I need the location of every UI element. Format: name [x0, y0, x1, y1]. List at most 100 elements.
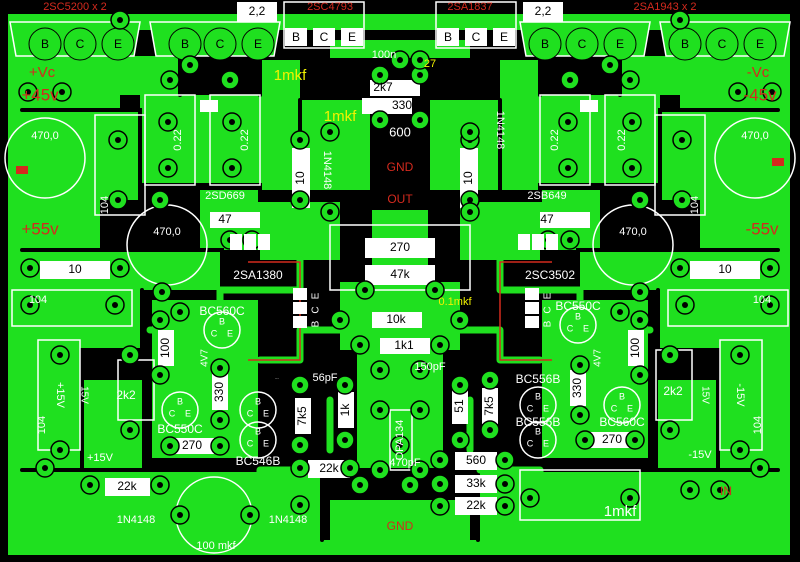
- drill-hole: [297, 137, 303, 143]
- drill-hole: [159, 289, 165, 295]
- q-2sc5200-a-pad: [63, 27, 97, 61]
- drill-hole: [565, 165, 571, 171]
- drill-hole: [567, 237, 573, 243]
- zener-4v7-left-label: 4V7: [200, 349, 211, 367]
- cap-104-top-right-label: 104: [689, 196, 701, 214]
- q-2sc3502-pin-label: B: [543, 320, 554, 327]
- drill-hole: [527, 495, 533, 501]
- rail-neg-15-bottom-label: -15V: [688, 449, 712, 461]
- r100-right-body: [628, 330, 644, 366]
- small-transistor-pin-label: B: [619, 391, 625, 401]
- drill-hole: [167, 77, 173, 83]
- r100-left-label: 100: [158, 338, 172, 358]
- drill-hole: [327, 209, 333, 215]
- r2k2-right-label: 2k2: [663, 384, 683, 398]
- q-2sc4793-pin-label: C: [320, 30, 329, 44]
- cap-104-top-left-label: 104: [99, 196, 111, 214]
- small-transistor-pin-label: C: [567, 323, 574, 333]
- drill-hole: [667, 352, 673, 358]
- q-2sa1943-b-pad: [743, 27, 777, 61]
- q-bc556b-b-label: BC556B: [516, 415, 561, 429]
- r7k5-right-label: 7k5: [482, 396, 496, 416]
- drill-hole: [502, 457, 508, 463]
- q-bc560c-right-label: BC560C: [599, 415, 645, 429]
- cap-100n-label: 100n: [372, 49, 396, 61]
- q-bc550c-right-outline: [559, 306, 597, 344]
- drill-hole: [487, 427, 493, 433]
- q-2sa1380-pin-label: E: [311, 292, 322, 299]
- r330-label: 330: [392, 98, 412, 112]
- q-2sa1943-b-pad: [705, 27, 739, 61]
- drill-hole: [157, 317, 163, 323]
- drill-hole: [347, 465, 353, 471]
- net-gnd-bottom-label: GND: [387, 519, 414, 533]
- net-input-label: IN: [720, 484, 732, 498]
- drill-hole: [57, 352, 63, 358]
- drill-hole: [297, 465, 303, 471]
- drill-hole: [217, 417, 223, 423]
- cap-104-right-label: 104: [753, 294, 771, 306]
- r27-label: 27: [424, 58, 436, 70]
- drill-hole: [25, 89, 31, 95]
- diode-right-top-label: 1N4148: [494, 111, 506, 150]
- cap-1mkf-b-label: 1mkf: [324, 108, 357, 125]
- r47k-body: [365, 265, 435, 285]
- q-2sa1380-pin-label: C: [311, 306, 322, 313]
- emitter-4-mark: [580, 100, 598, 112]
- r10-side-right-label: 10: [718, 262, 732, 276]
- q-bc556b-a-label: BC556B: [516, 372, 561, 386]
- r330-body: [362, 98, 412, 114]
- emitter-resistor-1-label: 0.22: [172, 129, 184, 150]
- cap-470pf-label: 470pF: [389, 457, 420, 469]
- q-2sb649-label: 2SB649: [527, 190, 566, 202]
- q-2sc3502-pad: [525, 316, 539, 328]
- small-transistor-pin-label: E: [227, 328, 233, 338]
- drill-hole: [59, 89, 65, 95]
- rail-neg-15-label: -15V: [734, 383, 746, 407]
- drill-hole: [167, 443, 173, 449]
- r10k-label: 10k: [386, 312, 406, 326]
- drill-hole: [767, 302, 773, 308]
- drill-hole: [637, 289, 643, 295]
- component-pads: [18, 10, 782, 525]
- q-2sa1943-b-pin-label: B: [681, 37, 689, 51]
- drill-hole: [467, 209, 473, 215]
- drill-hole: [769, 89, 775, 95]
- r330-right-body: [570, 370, 586, 406]
- diode-left-top-label: 1N4148: [321, 151, 333, 190]
- drill-hole: [342, 437, 348, 443]
- q-2sc4793-pad: [341, 28, 363, 46]
- drill-hole: [27, 302, 33, 308]
- cap-104-left-label: 104: [29, 294, 47, 306]
- drill-hole: [637, 317, 643, 323]
- r330-right-label: 330: [570, 378, 584, 398]
- q-2sa1837-pad: [437, 28, 459, 46]
- small-transistor-pin-label: E: [263, 438, 269, 448]
- rail-pos-15-label: +15V: [54, 382, 66, 409]
- q-2sb649-pad: [518, 234, 530, 250]
- opa134-label: OPA134: [394, 420, 406, 461]
- q-2sa1943-b-pin-label: E: [756, 37, 764, 51]
- drill-hole: [437, 481, 443, 487]
- q-bc550c-left-label: BC550C: [157, 422, 203, 436]
- cap-470-left-outline: [4, 117, 86, 199]
- cap-150pf-label: 150pF: [414, 361, 445, 373]
- drill-hole: [229, 119, 235, 125]
- zener-15v-left-label: 15V: [78, 386, 89, 404]
- r2k2-left-label: 2k2: [116, 388, 136, 402]
- r7k5-left-body: [295, 398, 311, 434]
- small-transistor-pin-label: B: [177, 396, 183, 406]
- drill-hole: [247, 512, 253, 518]
- r1k-label: 1k: [338, 403, 352, 417]
- r270-label: 270: [390, 240, 410, 254]
- q-2sc5200-a-pin-label: B: [41, 37, 49, 51]
- rail-pos-55-label: +55v: [21, 219, 59, 238]
- q-2sc5200-b-pad: [203, 27, 237, 61]
- q-2sc3502-pin-label: E: [543, 292, 554, 299]
- r10-left-label: 10: [293, 171, 307, 185]
- small-transistor-pin-label: E: [543, 403, 549, 413]
- q-2sa1380-label: 2SA1380: [233, 268, 283, 282]
- r10-side-left-label: 10: [68, 262, 82, 276]
- q-2sc4793-pad: [285, 28, 307, 46]
- drill-hole: [117, 17, 123, 23]
